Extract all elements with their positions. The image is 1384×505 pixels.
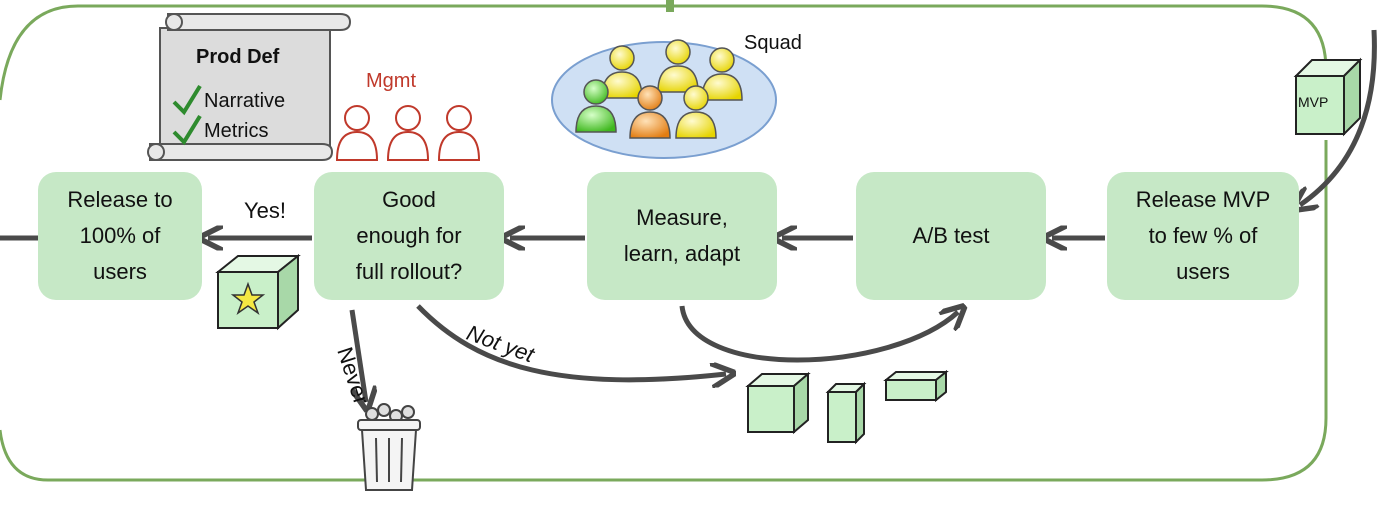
- loop-frame: [0, 0, 1328, 482]
- arrow-not-yet: [416, 304, 726, 380]
- decision-box: Good enough for full rollout?: [314, 172, 504, 300]
- arrow-measure-loop: [679, 306, 958, 363]
- yes-label: Yes!: [244, 198, 287, 223]
- scroll-icon: [147, 13, 352, 161]
- prod-def-item-metrics: Metrics: [204, 120, 269, 142]
- mvp-incoming-arrow: [1300, 29, 1377, 205]
- cube-icon: [825, 381, 867, 445]
- cube-icon: [745, 371, 811, 435]
- mgmt-label: Mgmt: [366, 70, 416, 92]
- prod-def-title: Prod Def: [196, 46, 280, 68]
- ab-test-box: A/B test: [856, 172, 1046, 300]
- squad-people-icon: [551, 39, 777, 159]
- cube-icon: [1293, 57, 1363, 137]
- mvp-cube-label: MVP: [1298, 94, 1329, 110]
- cube-icon: [883, 369, 949, 403]
- checkmark-icon: [172, 84, 202, 116]
- trash-can-icon: [357, 403, 421, 491]
- mgmt-people-icon: [335, 105, 481, 161]
- arrow-never: [349, 309, 366, 402]
- release-mvp-box: Release MVP to few % of users: [1107, 172, 1299, 300]
- squad-label: Squad: [744, 32, 802, 54]
- release-all-box: Release to 100% of users: [38, 172, 202, 300]
- prod-def-item-narrative: Narrative: [204, 90, 286, 112]
- star-cube-icon: [215, 253, 301, 331]
- checkmark-icon: [172, 114, 202, 146]
- measure-box: Measure, learn, adapt: [587, 172, 777, 300]
